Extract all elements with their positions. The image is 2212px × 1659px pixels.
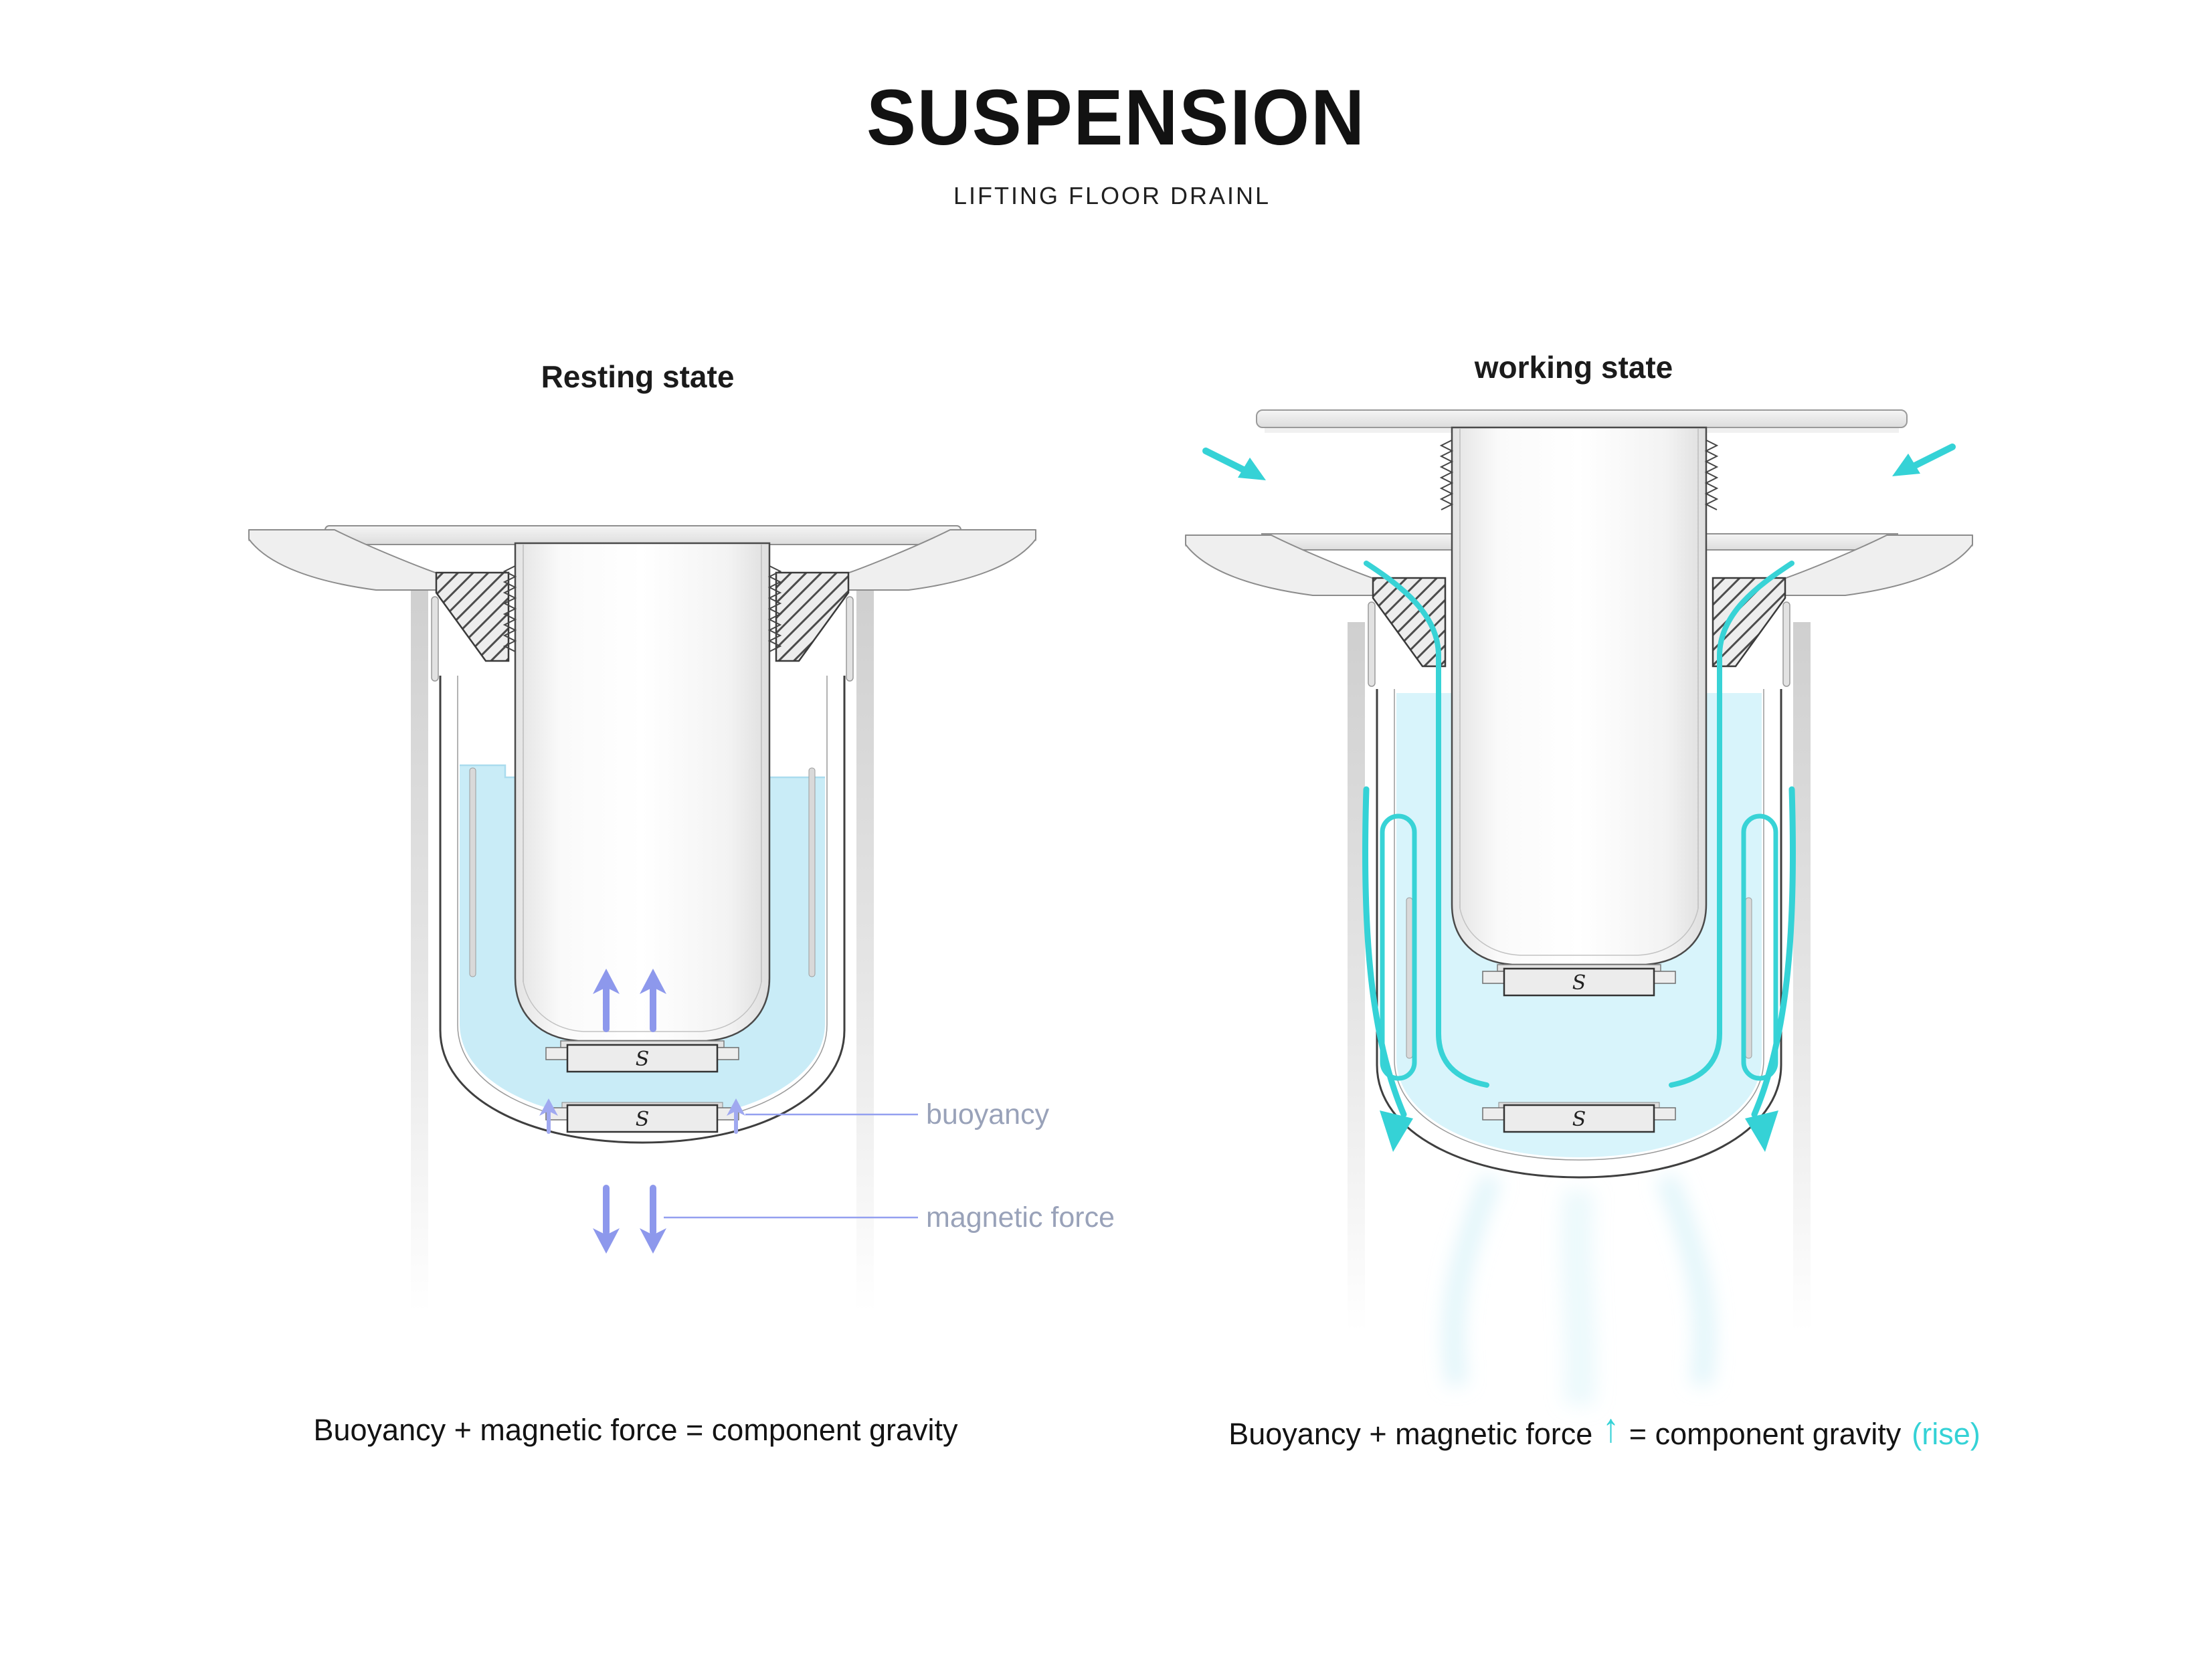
pipe-wall-left <box>411 583 428 1312</box>
magnet-pole-label: S <box>1572 971 1586 995</box>
outflow-mist <box>1443 1173 1715 1406</box>
page-subtitle: LIFTING FLOOR DRAINL <box>953 182 1271 209</box>
working-state-caption: Buoyancy + magnetic force ↑ = component … <box>1228 1405 1980 1452</box>
guide-rod-left <box>469 767 476 977</box>
buoyancy-label: buoyancy <box>926 1098 1050 1131</box>
water-flow-lines <box>1364 561 1794 1088</box>
magnet-pole-label: S <box>1572 1108 1586 1131</box>
guide-rod-right <box>808 767 816 977</box>
seal-hatch-right <box>1712 577 1786 668</box>
thread-right <box>1704 440 1719 510</box>
thread-left <box>502 565 517 652</box>
seal-hatch-left <box>435 571 510 662</box>
caption-prefix: Buoyancy + magnetic force <box>1228 1417 1593 1451</box>
outflow-arrow-left-icon <box>1362 786 1413 1152</box>
floor-flange <box>1185 533 1973 687</box>
small-buoyancy-arrows-icon <box>539 1098 745 1134</box>
magnetic-force-label: magnetic force <box>926 1201 1115 1234</box>
thread-right <box>767 565 782 652</box>
pipe-wall-right <box>856 583 874 1312</box>
outflow-arrow-right-icon <box>1745 786 1796 1152</box>
seal-hatch-right <box>775 571 850 662</box>
rise-arrow-icon: ↑ <box>1602 1404 1619 1451</box>
caption-rise-highlight: (rise) <box>1912 1417 1980 1451</box>
pipe-wall-right <box>1793 622 1811 1331</box>
pipe-wall-left <box>1348 622 1365 1331</box>
float-cylinder <box>502 542 782 1042</box>
buoyancy-up-arrows-icon <box>593 969 666 1032</box>
seal-hatch-left <box>1372 577 1447 668</box>
magnet-lower: S <box>545 1102 739 1133</box>
working-state-diagram: S S <box>1185 409 1973 1406</box>
guide-rod-right <box>1745 897 1752 1059</box>
magnet-upper: S <box>545 1040 739 1073</box>
resting-state-diagram: S S <box>248 525 1036 1312</box>
working-state-heading: working state <box>1474 350 1673 385</box>
magnet-pole-label: S <box>636 1108 650 1131</box>
resting-state-caption: Buoyancy + magnetic force = component gr… <box>313 1413 958 1447</box>
guide-rod-left <box>1406 897 1413 1059</box>
resting-state-heading: Resting state <box>541 359 735 394</box>
inflow-arrow-right-icon <box>1892 444 1956 476</box>
thread-left <box>1439 440 1454 510</box>
float-cylinder <box>1439 426 1719 966</box>
caption-middle: = component gravity <box>1629 1417 1902 1451</box>
magnetic-force-down-arrows-icon <box>593 1185 666 1254</box>
inflow-arrow-left-icon <box>1202 448 1266 480</box>
magnet-upper: S <box>1482 964 1676 997</box>
page-title: SUSPENSION <box>866 74 1366 162</box>
floor-flange <box>248 525 1036 682</box>
magnet-pole-label: S <box>636 1048 650 1071</box>
magnet-lower: S <box>1482 1102 1676 1133</box>
